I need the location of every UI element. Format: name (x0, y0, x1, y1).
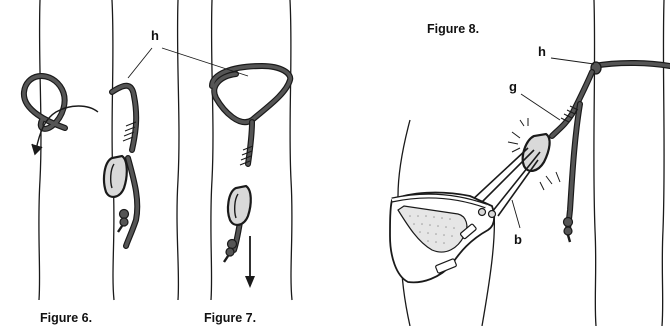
tree-trunk-fig7-left (211, 0, 213, 300)
figure-8-illustration (390, 62, 670, 326)
fig7-carabiner (228, 186, 251, 225)
fig8-carabiner (523, 134, 550, 171)
callout-h-fig-8: h (538, 44, 546, 59)
tree-trunk-fig6-mid (112, 0, 114, 300)
tree-trunk-fig7-right (290, 0, 292, 300)
figure-7-caption: Figure 7. (204, 311, 256, 325)
fig8-saddle-harness (390, 193, 496, 283)
figure-7-illustration (212, 66, 290, 288)
fig7-rope (212, 66, 290, 250)
fig8-lanyard (552, 72, 592, 232)
fig6-carabiner (104, 156, 127, 197)
callout-g: g (509, 79, 517, 94)
fig8-stopper-knot (564, 218, 573, 243)
figure-6-caption: Figure 6. (40, 311, 92, 325)
fig6-stopper-knot (118, 210, 129, 233)
fig8-leader-lines (512, 58, 594, 228)
tree-trunk-fig8-right (662, 0, 664, 326)
fig7-down-arrow (245, 236, 255, 288)
callout-h-figs-6-7: h (151, 28, 159, 43)
fig8-tree-rope (591, 62, 670, 74)
figure-8-caption: Figure 8. (427, 22, 479, 36)
callout-b: b (514, 232, 522, 247)
tree-trunk-fig6-right (177, 0, 179, 300)
tree-trunk-fig8-left (594, 0, 596, 326)
